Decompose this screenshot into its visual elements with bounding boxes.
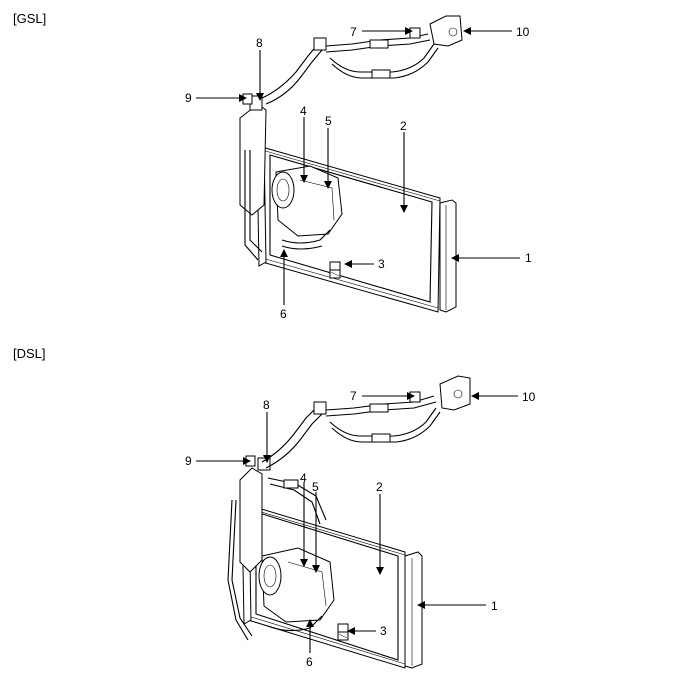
- gsl-callout-7: 7: [350, 25, 357, 39]
- gsl-callout-4: 4: [300, 104, 307, 118]
- gsl-left-pipes: [239, 93, 267, 261]
- gsl-callout-5: 5: [325, 114, 332, 128]
- gsl-callout-2: 2: [400, 119, 407, 133]
- gsl-bracket: [329, 261, 341, 279]
- dsl-callout-9: 9: [185, 454, 192, 468]
- gsl-callout-9: 9: [185, 91, 192, 105]
- dsl-callout-1: 1: [491, 599, 498, 613]
- dsl-callout-3: 3: [380, 624, 387, 638]
- gsl-callout-1: 1: [525, 251, 532, 265]
- dsl-callout-6: 6: [306, 655, 313, 669]
- gsl-callout-6: 6: [280, 307, 287, 321]
- gsl-section-label: [GSL]: [13, 11, 47, 26]
- dsl-callout-5: 5: [312, 480, 319, 494]
- dsl-callout-10: 10: [522, 390, 536, 404]
- dsl-callout-7: 7: [350, 389, 357, 403]
- dsl-callout-2: 2: [376, 480, 383, 494]
- gsl-callout-3: 3: [378, 257, 385, 271]
- gsl-upper-hoses: [261, 15, 463, 105]
- dsl-assembly: 1 2 3 4 5 6 7 8 9 10: [185, 375, 536, 669]
- gsl-callout-10: 10: [516, 25, 530, 39]
- dsl-left-pipes: [227, 455, 327, 641]
- dsl-callout-4: 4: [300, 471, 307, 485]
- gsl-callout-8: 8: [256, 36, 263, 50]
- gsl-assembly: 1 2 3 4 5 6 7 8 9 10: [185, 15, 532, 321]
- dsl-section-label: [DSL]: [13, 346, 46, 361]
- dsl-bracket: [337, 623, 349, 641]
- dsl-upper-hoses: [261, 375, 471, 469]
- dsl-callout-8: 8: [263, 398, 270, 412]
